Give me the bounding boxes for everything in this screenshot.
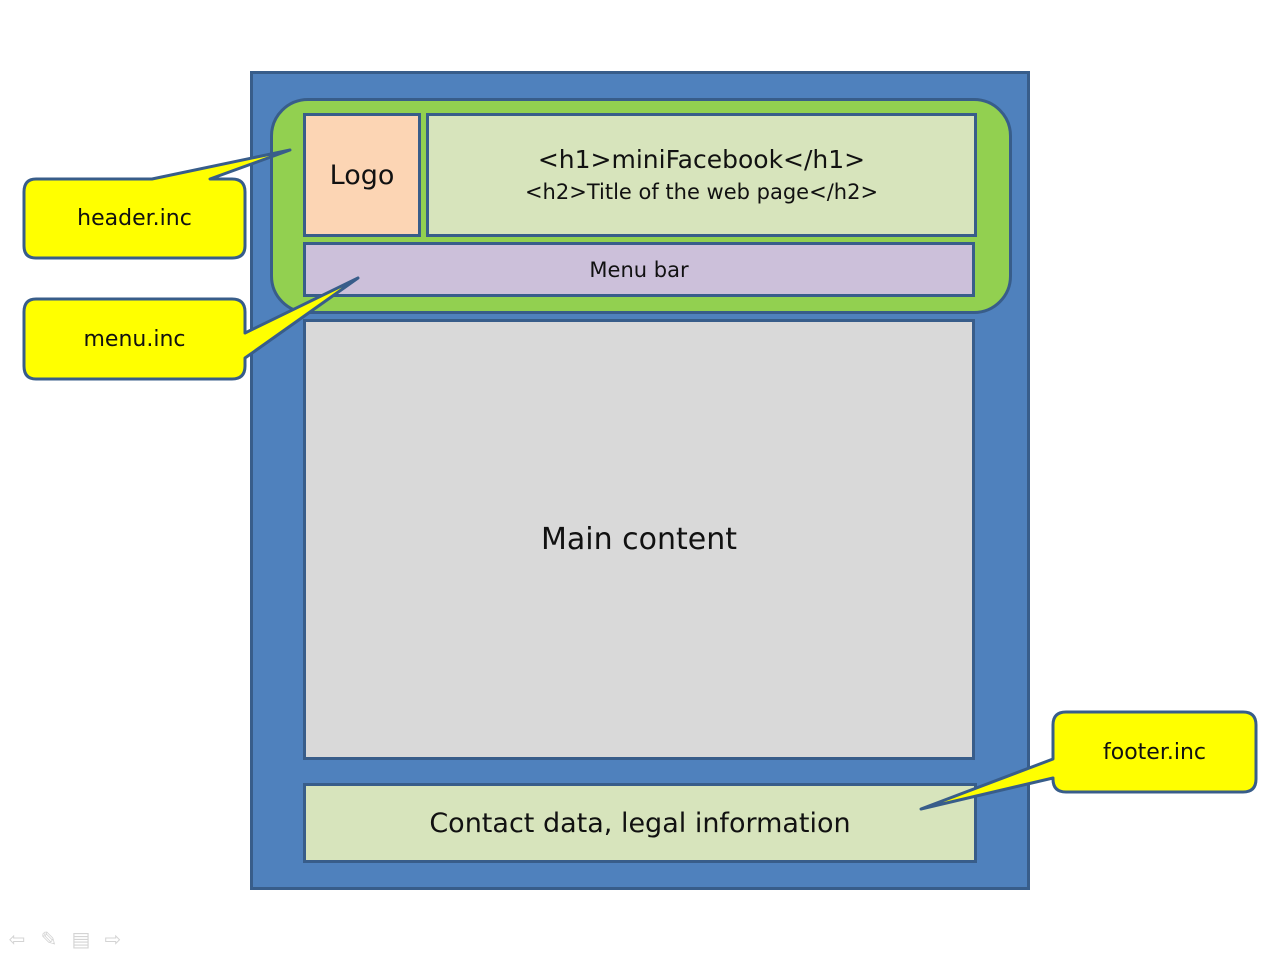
menu-bar: Menu bar [303,242,975,297]
logo-box: Logo [303,113,421,237]
slide-nav: ⇦ ✎ ▤ ⇨ [6,928,124,950]
callout-menu-label: menu.inc [83,326,186,352]
callout-header-label: header.inc [77,206,192,231]
arrow-right-icon[interactable]: ⇨ [104,927,122,951]
footer-label: Contact data, legal information [429,807,851,839]
title-box: <h1>miniFacebook</h1> <h2>Title of the w… [426,113,977,237]
callout-menu-shape [22,276,360,381]
callout-footer-shape [919,710,1258,811]
menu-icon[interactable]: ▤ [71,927,91,951]
menu-bar-label: Menu bar [589,257,689,282]
main-content-label: Main content [540,522,737,557]
logo-label: Logo [329,159,395,191]
pen-icon[interactable]: ✎ [40,927,58,951]
h1-label: <h1>miniFacebook</h1> [537,145,866,174]
callout-header-shape [22,148,292,260]
h2-label: <h2>Title of the web page</h2> [524,180,879,204]
footer-box: Contact data, legal information [303,783,977,863]
arrow-left-icon[interactable]: ⇦ [8,927,26,951]
main-content: Main content [303,319,975,760]
callout-footer-label: footer.inc [1103,739,1206,765]
